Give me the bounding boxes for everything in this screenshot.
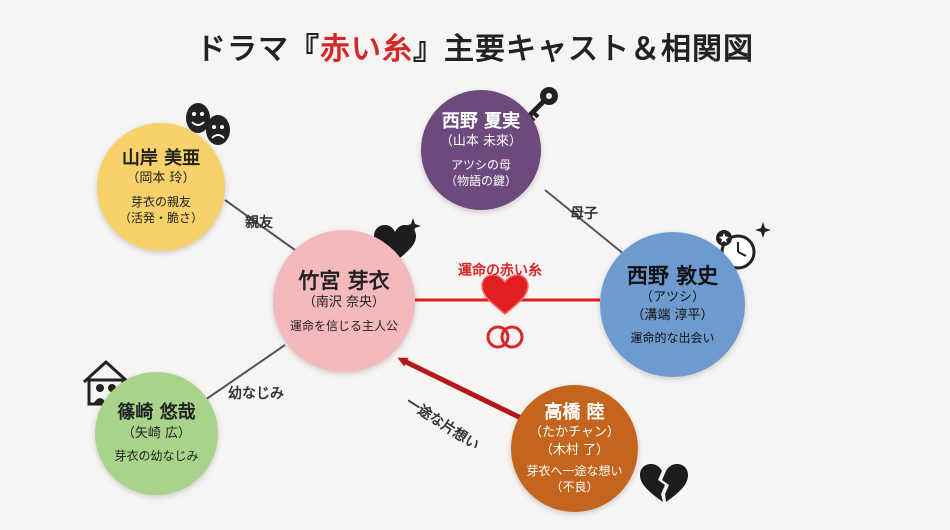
theater-masks-icon xyxy=(186,103,230,145)
atsushi-actor2: （溝端 淳平） xyxy=(631,307,714,323)
label-best-friend: 親友 xyxy=(245,215,273,231)
mia-role2: （活発・脆さ） xyxy=(118,211,203,226)
node-mia: 山岸 美亜 （岡本 玲） 芽衣の親友 （活発・脆さ） xyxy=(97,123,225,251)
riku-actor2: （木村 了） xyxy=(539,442,610,458)
title-prefix: ドラマ『 xyxy=(196,32,320,67)
fate-heart-icon xyxy=(481,274,529,315)
riku-role: 芽衣へ一途な想い xyxy=(526,464,623,479)
yuzuru-role: 芽衣の幼なじみ xyxy=(114,449,199,464)
mia-name: 山岸 美亜 xyxy=(121,147,201,169)
natsumi-name: 西野 夏実 xyxy=(441,110,521,132)
title-suffix: 』主要キャスト＆相関図 xyxy=(413,32,754,67)
atsushi-role: 運命的な出会い xyxy=(630,331,715,346)
page-title: ドラマ『赤い糸』主要キャスト＆相関図 xyxy=(0,24,950,68)
riku-actor: （たかチャン） xyxy=(529,425,620,441)
mei-role: 運命を信じる主人公 xyxy=(289,318,398,333)
mia-actor: （岡本 玲） xyxy=(126,171,196,187)
unrequited-arrow xyxy=(397,357,527,423)
title-highlight: 赤い糸 xyxy=(320,32,413,67)
node-natsumi: 西野 夏実 （山本 未來） アツシの母 （物語の鍵） xyxy=(421,90,541,210)
atsushi-actor: （アツシ） xyxy=(639,289,705,305)
label-mother-son: 母子 xyxy=(570,206,598,222)
link-natsumi-atsushi xyxy=(544,189,626,256)
natsumi-role: アツシの母 xyxy=(450,157,511,172)
mia-role: 芽衣の親友 xyxy=(130,194,191,209)
node-riku: 高橋 陸 （たかチャン） （木村 了） 芽衣へ一途な想い （不良） xyxy=(511,385,638,512)
riku-role2: （不良） xyxy=(550,480,599,495)
node-yuzuru: 篠崎 悠哉 （矢崎 広） 芽衣の幼なじみ xyxy=(95,372,218,495)
atsushi-name: 西野 敦史 xyxy=(626,263,719,288)
label-childhood: 幼なじみ xyxy=(228,386,284,402)
broken-heart-icon xyxy=(640,464,688,502)
yuzuru-name: 篠崎 悠哉 xyxy=(117,402,196,424)
rings-icon xyxy=(486,325,524,349)
mei-actor: （南沢 奈央） xyxy=(302,295,386,311)
yuzuru-actor: （矢崎 広） xyxy=(121,425,192,441)
node-mei: 竹宮 芽衣 （南沢 奈央） 運命を信じる主人公 xyxy=(273,230,415,372)
node-atsushi: 西野 敦史 （アツシ） （溝端 淳平） 運命的な出会い xyxy=(600,232,745,377)
natsumi-actor: （山本 未來） xyxy=(439,134,523,150)
label-fate: 運命の赤い糸 xyxy=(458,263,542,279)
mei-name: 竹宮 芽衣 xyxy=(298,269,390,293)
link-yuzuru-mei xyxy=(204,344,286,401)
riku-name: 高橋 陸 xyxy=(544,401,605,423)
link-mia-mei xyxy=(224,199,296,251)
natsumi-role2: （物語の鍵） xyxy=(444,174,517,189)
